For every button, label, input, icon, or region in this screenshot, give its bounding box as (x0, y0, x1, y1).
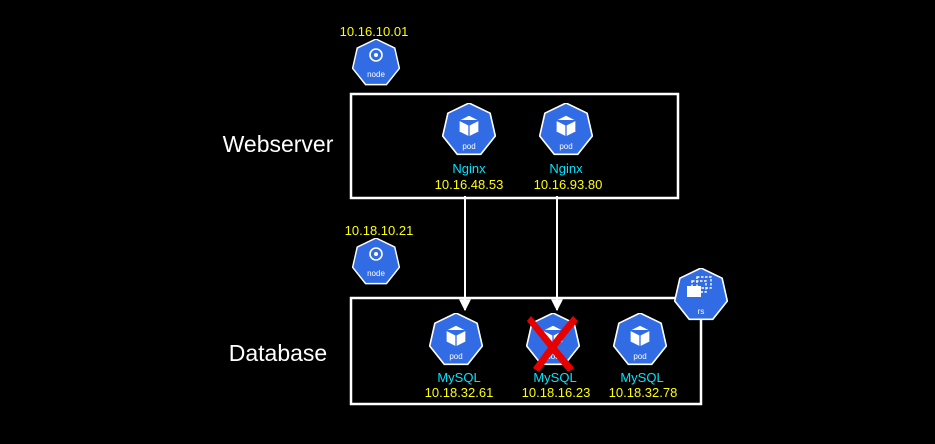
pod-ip: 10.18.32.78 (609, 385, 678, 400)
k8s-pod-icon: pod (442, 103, 496, 156)
pod-icon-label: pod (633, 352, 646, 361)
rs-icon-label: rs (698, 307, 705, 316)
pod-name: Nginx (549, 161, 583, 176)
pod-name: MySQL (437, 370, 480, 385)
database-box (349, 296, 703, 406)
pod-ip: 10.18.16.23 (522, 385, 591, 400)
webserver-box (349, 92, 680, 200)
k8s-replicaset-icon: rs (674, 268, 728, 321)
db-pod-3: pod MySQL 10.18.32.78 (609, 313, 678, 400)
database-label: Database (229, 340, 327, 366)
pod-name: MySQL (533, 370, 576, 385)
failed-cross-icon (527, 316, 578, 372)
k8s-node-icon: node (352, 39, 400, 86)
pod-icon-label: pod (462, 142, 475, 151)
pod-icon-label: pod (559, 142, 572, 151)
web-pod-1: pod Nginx 10.16.48.53 (435, 103, 504, 192)
pod-ip: 10.18.32.61 (425, 385, 494, 400)
pod-icon-label: pod (546, 352, 559, 361)
k8s-pod-icon: pod (429, 313, 483, 366)
k8s-node-icon: node (352, 238, 400, 285)
db-node: 10.18.10.21 node (345, 223, 414, 285)
node-icon-label: node (367, 70, 385, 79)
k8s-pod-icon: pod (539, 103, 593, 156)
db-node-ip: 10.18.10.21 (345, 223, 414, 238)
k8s-pod-icon: pod (613, 313, 667, 366)
pod-ip: 10.16.93.80 (534, 177, 603, 192)
db-pod-2: pod MySQL 10.18.16.23 (522, 313, 591, 400)
pod-name: MySQL (620, 370, 663, 385)
web-node-ip: 10.16.10.01 (340, 24, 409, 39)
web-pod-2: pod Nginx 10.16.93.80 (534, 103, 603, 192)
db-pod-1: pod MySQL 10.18.32.61 (425, 313, 494, 400)
pod-name: Nginx (452, 161, 486, 176)
pod-ip: 10.16.48.53 (435, 177, 504, 192)
web-node: 10.16.10.01 node (340, 24, 409, 86)
webserver-label: Webserver (223, 131, 334, 157)
pod-icon-label: pod (449, 352, 462, 361)
node-icon-label: node (367, 269, 385, 278)
